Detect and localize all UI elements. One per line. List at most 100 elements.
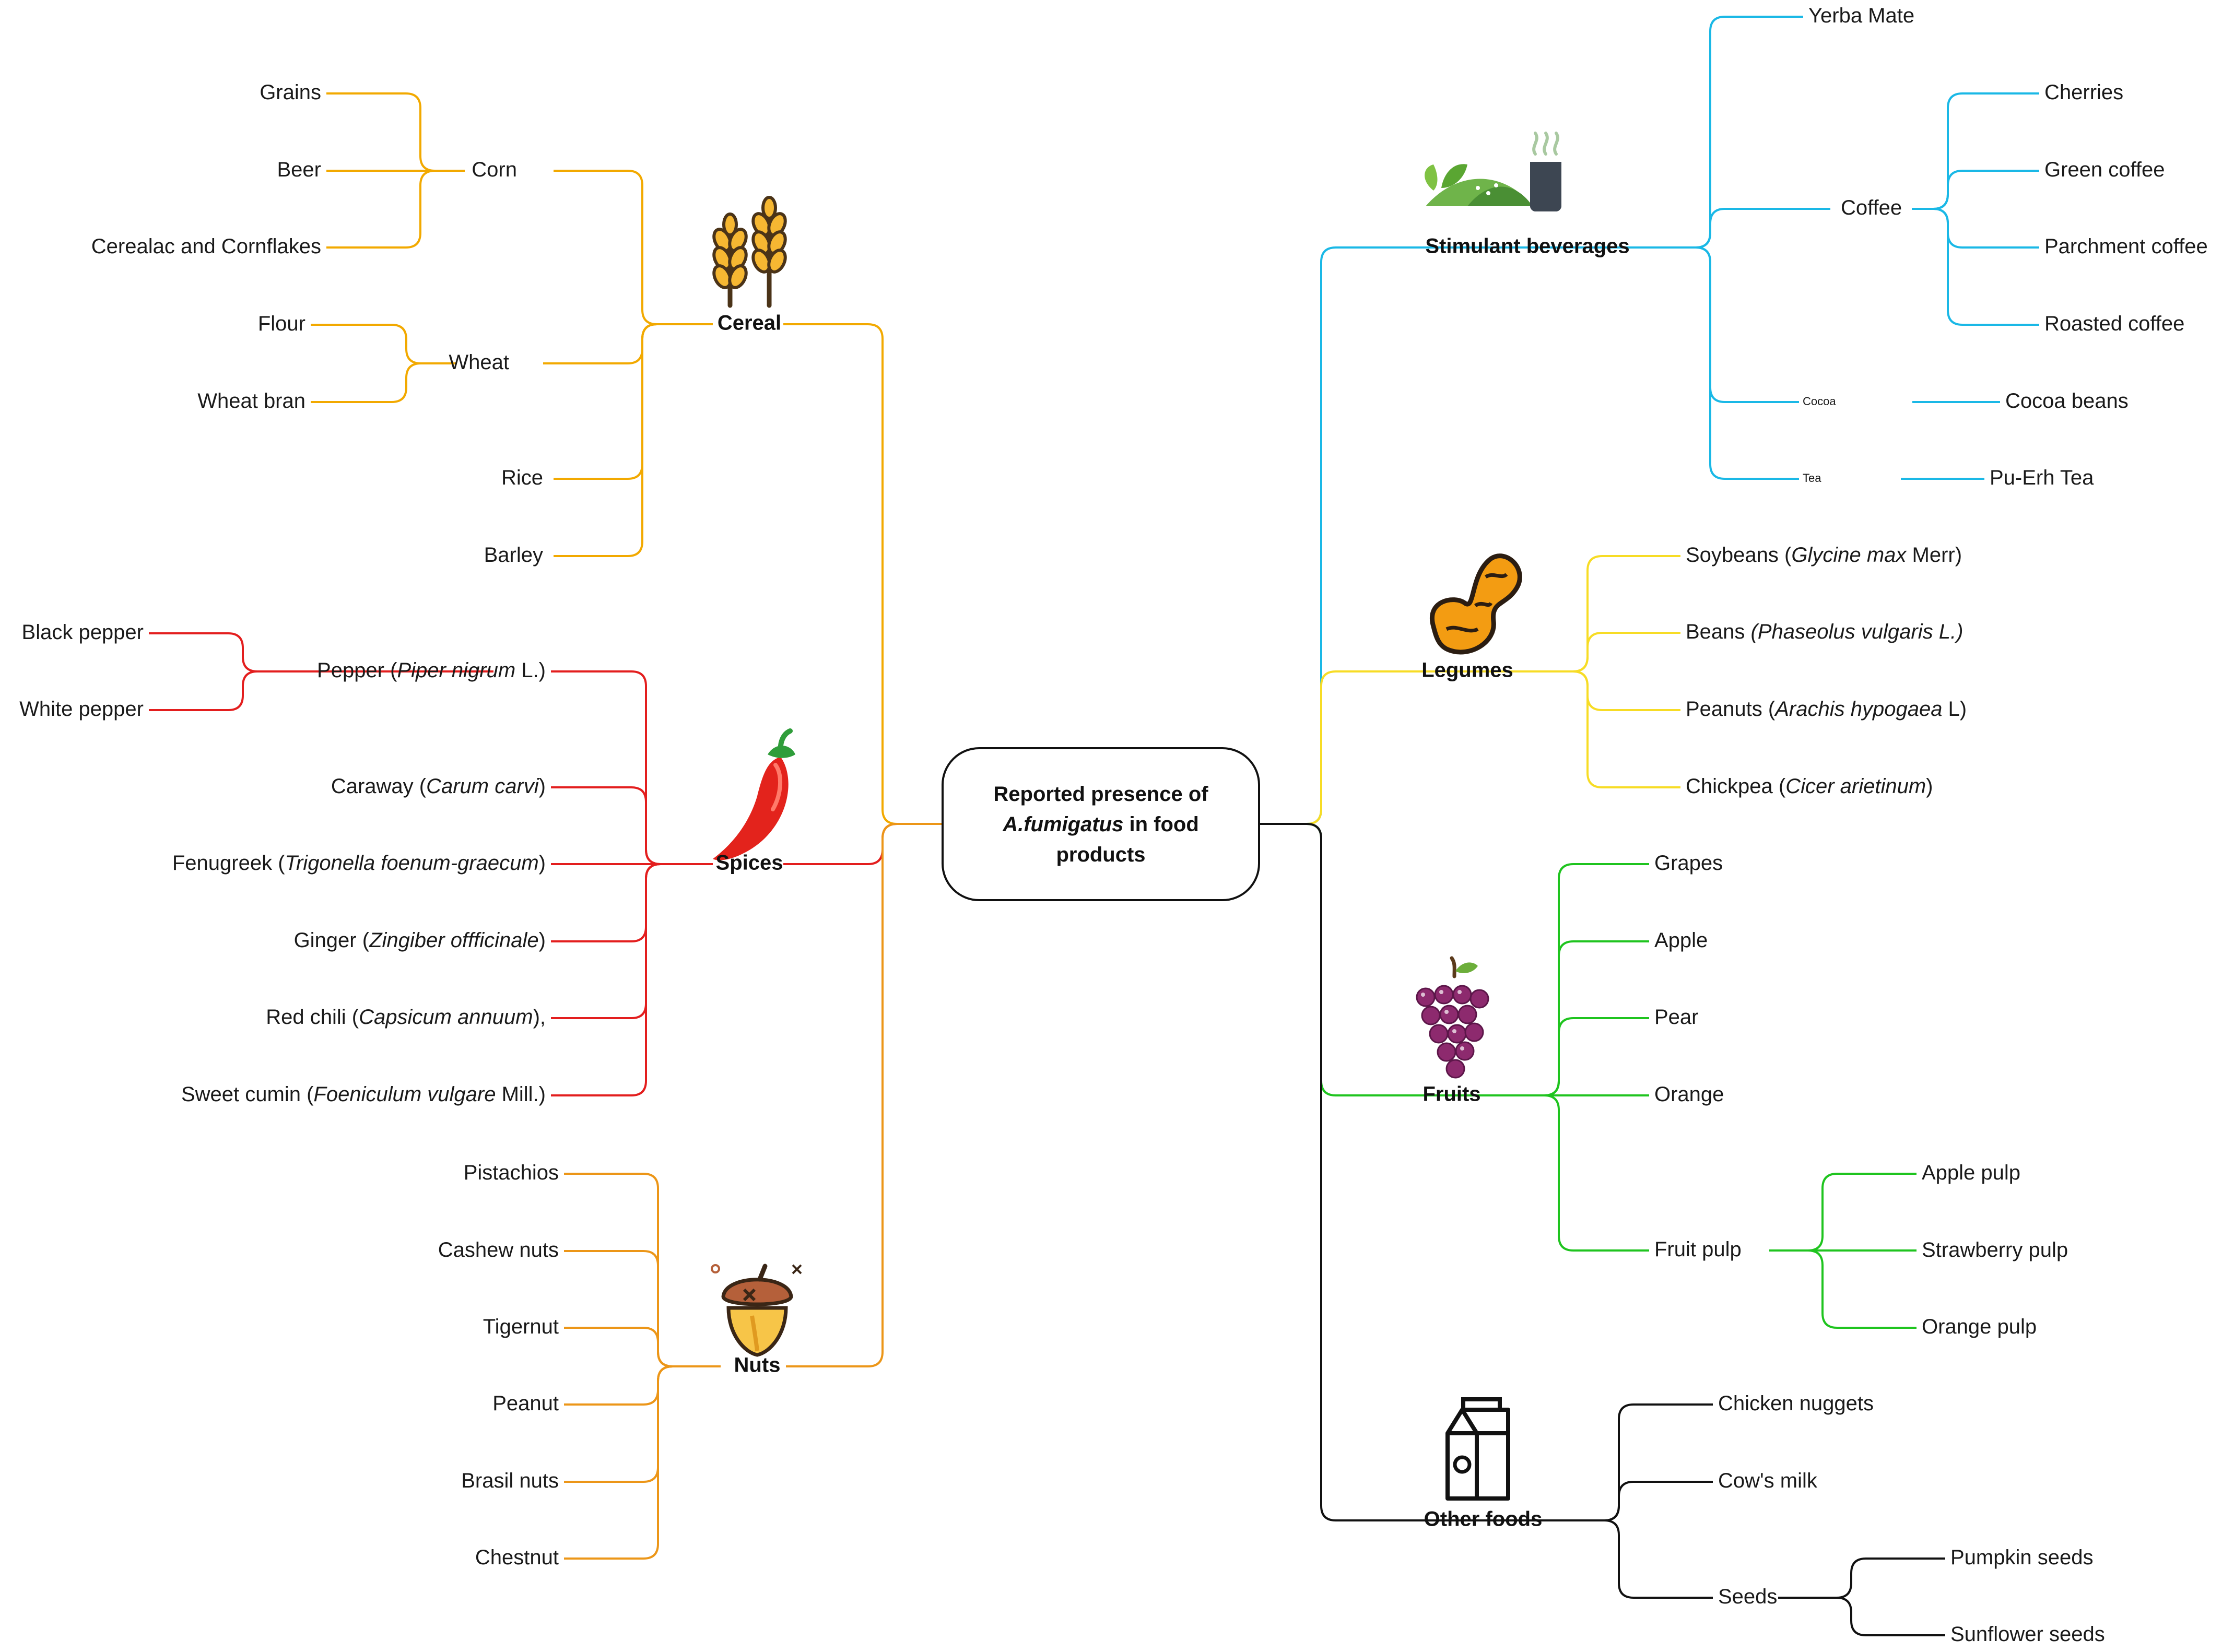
milk-carton-icon [1445,1397,1510,1501]
item-label[interactable]: Orange [1654,1083,1724,1106]
item-label[interactable]: Ginger (Zingiber offficinale) [294,929,546,952]
item-label[interactable]: Fenugreek (Trigonella foenum-graecum) [172,852,546,875]
child-connector [543,323,713,364]
item-label[interactable]: Apple [1654,929,1708,952]
item-label[interactable]: Cashew nuts [438,1238,559,1261]
item-label-part: Apple [1654,929,1708,952]
item-label[interactable]: Pear [1654,1006,1699,1029]
item-label-part: Roasted coffee [2044,312,2184,335]
item-label[interactable]: Cerealac and Cornflakes [91,235,321,258]
tea-leaves-cup-icon [1425,132,1561,211]
item-label[interactable]: Apple pulp [1922,1161,2020,1184]
root-node-fragment: Reported presence of [993,783,1208,806]
item-label-part: Cocoa [1803,395,1836,408]
item-label-part: Chicken nuggets [1718,1392,1874,1415]
item-label-part: Trigonella foenum-graecum [285,852,539,875]
child-connector [564,1250,721,1367]
item-label[interactable]: Green coffee [2044,158,2165,181]
grapes-icon [1416,956,1489,1079]
item-label-part: Orange pulp [1922,1315,2037,1338]
item-label[interactable]: Tea [1803,471,1821,485]
category-label-cereal[interactable]: Cereal [718,312,781,335]
item-label[interactable]: Chestnut [475,1546,559,1569]
item-label-part: (Phaseolus vulgaris L.) [1751,620,1964,643]
item-label[interactable]: Fruit pulp [1654,1238,1742,1261]
item-label[interactable]: Barley [484,544,543,567]
item-label-part: Parchment coffee [2044,235,2208,258]
item-label-part: Mill.) [496,1083,546,1106]
item-label[interactable]: Rice [501,466,543,489]
item-label-part: ) [1926,775,1933,798]
item-label[interactable]: Cow's milk [1718,1469,1818,1492]
category-label-nuts[interactable]: Nuts [734,1354,781,1377]
item-label[interactable]: Black pepper [22,621,144,644]
item-label-part: Peanut [492,1392,559,1415]
item-label[interactable]: Yerba Mate [1808,4,1914,27]
item-label-part: Brasil nuts [461,1469,559,1492]
item-label[interactable]: Cherries [2044,81,2123,104]
wheat-icon [712,196,787,308]
item-label[interactable]: Wheat [449,351,509,374]
item-label[interactable]: Pu-Erh Tea [1990,466,2094,489]
item-label[interactable]: Beans (Phaseolus vulgaris L.) [1686,620,1963,643]
item-label[interactable]: Beer [277,158,322,181]
branch-connector-cereal [783,323,943,825]
item-label-part: Wheat [449,351,509,374]
category-label-spices[interactable]: Spices [716,852,783,875]
item-label[interactable]: Grapes [1654,852,1723,875]
item-label-part: Pumpkin seeds [1950,1546,2093,1569]
child-connector [1496,863,1649,1096]
item-label[interactable]: Chicken nuggets [1718,1392,1874,1415]
item-label[interactable]: Peanuts (Arachis hypogaea L) [1686,698,1967,721]
branch-connector-other [1259,823,1551,1521]
icon-layer [711,132,1561,1501]
item-label-part: Chickpea ( [1686,775,1786,798]
item-label-part: ) [539,852,546,875]
item-label[interactable]: White pepper [19,698,144,721]
item-label[interactable]: Soybeans (Glycine max Merr) [1686,544,1962,567]
item-label[interactable]: Strawberry pulp [1922,1238,2068,1261]
child-connector [1551,1519,1713,1599]
root-node[interactable] [942,747,1260,901]
category-label-other[interactable]: Other foods [1424,1508,1543,1531]
category-label-stimulant[interactable]: Stimulant beverages [1425,235,1629,258]
item-label[interactable]: Tigernut [483,1315,559,1338]
category-label-legumes[interactable]: Legumes [1421,659,1513,682]
item-label[interactable]: Cocoa beans [2005,390,2129,412]
item-label[interactable]: Seeds [1718,1585,1777,1608]
category-label-fruits[interactable]: Fruits [1422,1083,1480,1106]
child-connector [564,1173,721,1367]
item-label-part: Pu-Erh Tea [1990,466,2094,489]
grandchild-connector [1912,208,2039,326]
item-label-part: Merr) [1906,544,1962,567]
item-label[interactable]: Caraway (Carum carvi) [331,775,546,798]
item-label[interactable]: Red chili (Capsicum annuum), [266,1006,546,1029]
item-label[interactable]: Parchment coffee [2044,235,2208,258]
item-label[interactable]: Flour [258,312,305,335]
item-label[interactable]: Pumpkin seeds [1950,1546,2093,1569]
item-label-part: Strawberry pulp [1922,1238,2068,1261]
item-label[interactable]: Corn [472,158,517,181]
child-connector [1533,632,1680,672]
item-label-part: Orange [1654,1083,1724,1106]
root-node-line: A.fumigatus in food [1002,813,1199,836]
chili-pepper-icon [713,728,795,860]
item-label[interactable]: Grains [260,81,321,104]
item-label[interactable]: Cocoa [1803,395,1836,408]
item-label[interactable]: Orange pulp [1922,1315,2037,1338]
item-label[interactable]: Chickpea (Cicer arietinum) [1686,775,1933,798]
item-label[interactable]: Pepper (Piper nigrum L.) [317,659,546,682]
item-label[interactable]: Sunflower seeds [1950,1623,2105,1646]
item-label[interactable]: Roasted coffee [2044,312,2184,335]
item-label-part: Apple pulp [1922,1161,2020,1184]
item-label[interactable]: Sweet cumin (Foeniculum vulgare Mill.) [181,1083,546,1106]
item-label[interactable]: Coffee [1841,196,1902,219]
item-label-part: ) [539,775,546,798]
grandchild-connector [1769,1249,1917,1329]
item-label[interactable]: Peanut [492,1392,559,1415]
item-label[interactable]: Brasil nuts [461,1469,559,1492]
item-label[interactable]: Pistachios [464,1161,559,1184]
item-label[interactable]: Wheat bran [197,390,305,412]
